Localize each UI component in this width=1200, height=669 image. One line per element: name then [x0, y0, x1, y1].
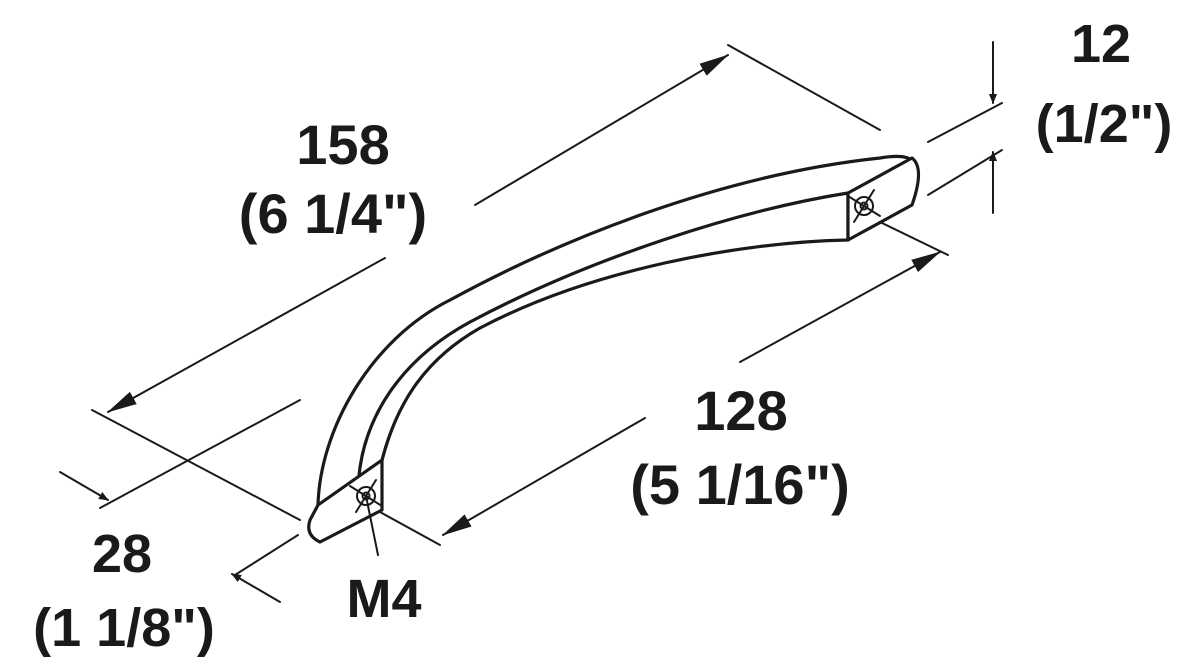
- centers-extension-right: [879, 221, 949, 256]
- length-extension-left: [91, 409, 301, 521]
- length-dimension: [91, 44, 881, 521]
- thickness-mm-label: 12: [1071, 14, 1131, 74]
- length-inch-label: (6 1/4"): [239, 182, 427, 245]
- length-extension-right: [727, 44, 881, 131]
- right-end-cap: [846, 156, 921, 242]
- height-arrow-upper: [59, 471, 109, 501]
- centers-extension-left: [379, 511, 441, 546]
- centers-dimension: [379, 221, 949, 546]
- height-mm-label: 28: [92, 524, 152, 584]
- centers-inch-label: (5 1/16"): [630, 453, 850, 516]
- thickness-dimension: [927, 41, 1003, 214]
- handle-body: [307, 154, 921, 544]
- height-extension-lower: [234, 534, 299, 576]
- right-screw-hole: [847, 189, 881, 223]
- height-arrow-lower: [231, 573, 281, 603]
- thickness-extension-upper: [927, 102, 1003, 143]
- height-extension-upper: [99, 399, 301, 509]
- thread-leader-line: [365, 495, 379, 556]
- length-dim-line-upper: [474, 54, 729, 206]
- thickness-inch-label: (1/2"): [1036, 94, 1173, 154]
- length-dim-line-lower: [107, 257, 386, 413]
- left-end-cap: [307, 458, 384, 544]
- thickness-extension-lower: [927, 149, 1003, 196]
- length-mm-label: 158: [296, 113, 389, 176]
- thread-label: M4: [346, 569, 421, 629]
- height-inch-label: (1 1/8"): [33, 598, 215, 658]
- centers-dim-line-lower: [442, 417, 646, 536]
- centers-mm-label: 128: [694, 379, 787, 442]
- centers-dim-line-upper: [739, 251, 941, 363]
- height-dimension: [59, 399, 301, 603]
